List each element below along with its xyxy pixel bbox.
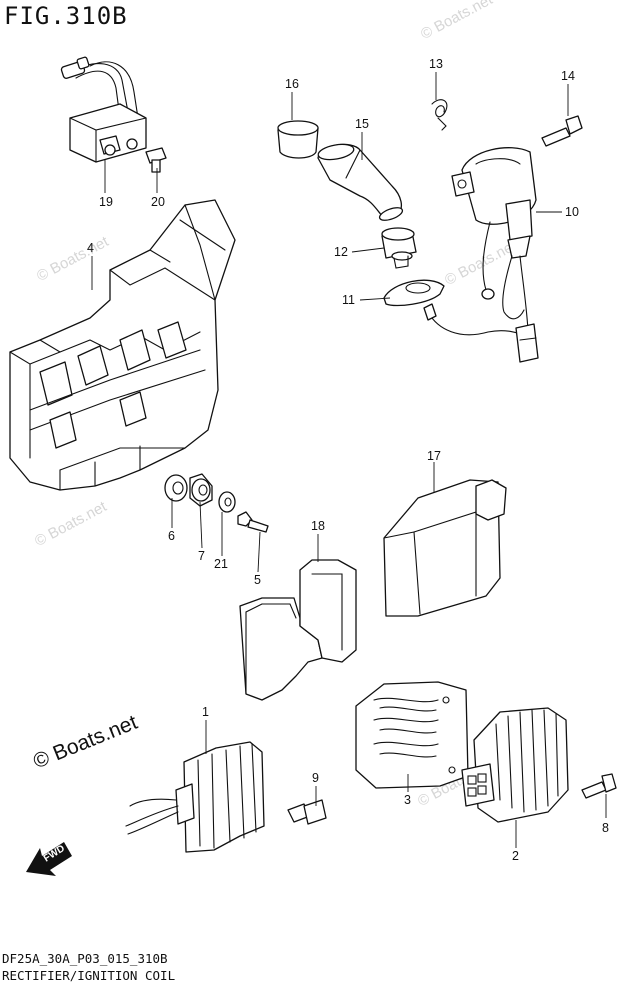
callout-3: 3 bbox=[404, 793, 411, 807]
callout-17: 17 bbox=[427, 449, 441, 463]
grommet-hardware bbox=[164, 473, 269, 533]
rubber-cover bbox=[239, 559, 357, 701]
callout-13: 13 bbox=[429, 57, 443, 71]
callout-19: 19 bbox=[99, 195, 113, 209]
callout-4: 4 bbox=[87, 241, 94, 255]
figure-description: RECTIFIER/IGNITION COIL bbox=[2, 968, 176, 983]
callout-10: 10 bbox=[565, 205, 579, 219]
callout-9: 9 bbox=[312, 771, 319, 785]
callout-1: 1 bbox=[202, 705, 209, 719]
callout-15: 15 bbox=[355, 117, 369, 131]
bracket-housing bbox=[9, 199, 236, 491]
ignition-coil-assembly bbox=[277, 99, 583, 363]
callout-numbers: 19 20 4 16 15 13 14 10 12 11 6 7 21 5 18… bbox=[87, 57, 609, 863]
callout-8: 8 bbox=[602, 821, 609, 835]
callout-11: 11 bbox=[342, 293, 355, 307]
figure-title: FIG.310B bbox=[4, 2, 128, 30]
callout-20: 20 bbox=[151, 195, 165, 209]
callout-7: 7 bbox=[198, 549, 205, 563]
figure-code: DF25A_30A_P03_015_310B bbox=[2, 951, 168, 966]
direction-arrow: FWD bbox=[26, 842, 72, 876]
regulator-bracket bbox=[355, 681, 469, 789]
callout-5: 5 bbox=[254, 573, 261, 587]
callout-14: 14 bbox=[561, 69, 575, 83]
callout-21: 21 bbox=[214, 557, 228, 571]
rectifier-regulator bbox=[461, 707, 617, 823]
leader-lines bbox=[91, 72, 607, 848]
callout-2: 2 bbox=[512, 849, 519, 863]
callout-16: 16 bbox=[285, 77, 299, 91]
rectifier bbox=[125, 741, 327, 853]
callout-18: 18 bbox=[311, 519, 325, 533]
cdi-unit bbox=[383, 479, 507, 617]
callout-12: 12 bbox=[334, 245, 348, 259]
callout-6: 6 bbox=[168, 529, 175, 543]
relay-assembly bbox=[60, 56, 167, 173]
